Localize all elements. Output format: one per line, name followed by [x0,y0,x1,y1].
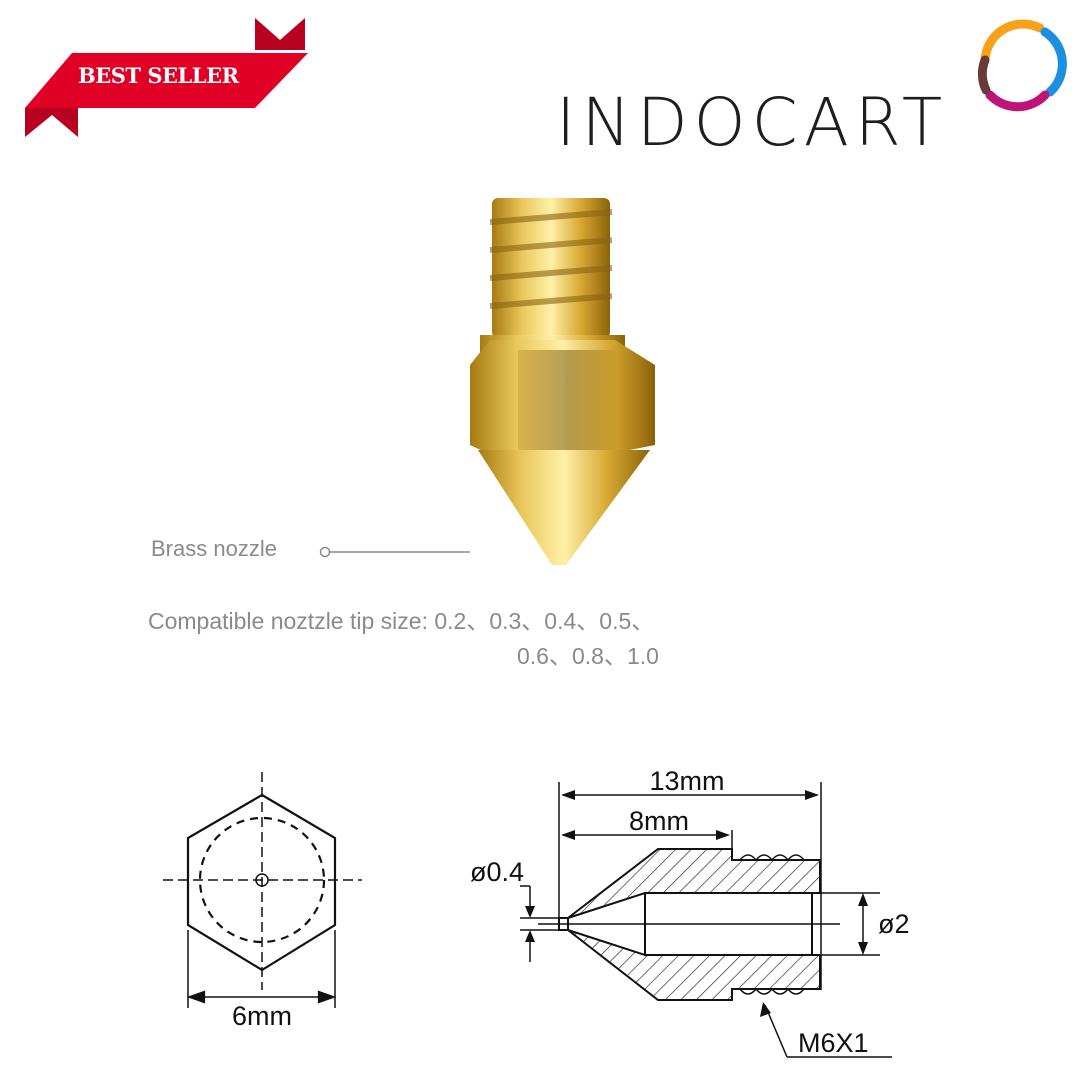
compat-label: Compatible noztzle tip size: [148,608,428,634]
compat-sizes-line1: 0.2、0.3、0.4、0.5、 [434,608,655,634]
callout-leader [319,546,470,558]
compat-sizes: Compatible noztzle tip size: 0.2、0.3、0.4… [148,602,654,636]
hex-end-view-drawing [163,772,362,1008]
cone-length-label: 8mm [629,806,689,836]
hex-width-label: 6mm [232,1001,292,1031]
brass-nozzle-label: Brass nozzle [151,536,277,561]
tip-diameter-label: ø0.4 [470,857,524,887]
brass-nozzle-photo [470,198,655,565]
nozzle-cross-section-drawing [520,782,892,1058]
best-seller-ribbon [25,18,308,137]
total-length-label: 13mm [649,766,724,796]
thread-label: M6X1 [798,1028,869,1058]
compat-sizes-line2: 0.6、0.8、1.0 [517,643,659,669]
brand-wordmark: INDOCART [556,84,949,161]
best-seller-badge: BEST SELLER [78,63,239,88]
bore-diameter-label: ø2 [878,909,910,939]
indocart-swirl-logo [977,19,1067,112]
